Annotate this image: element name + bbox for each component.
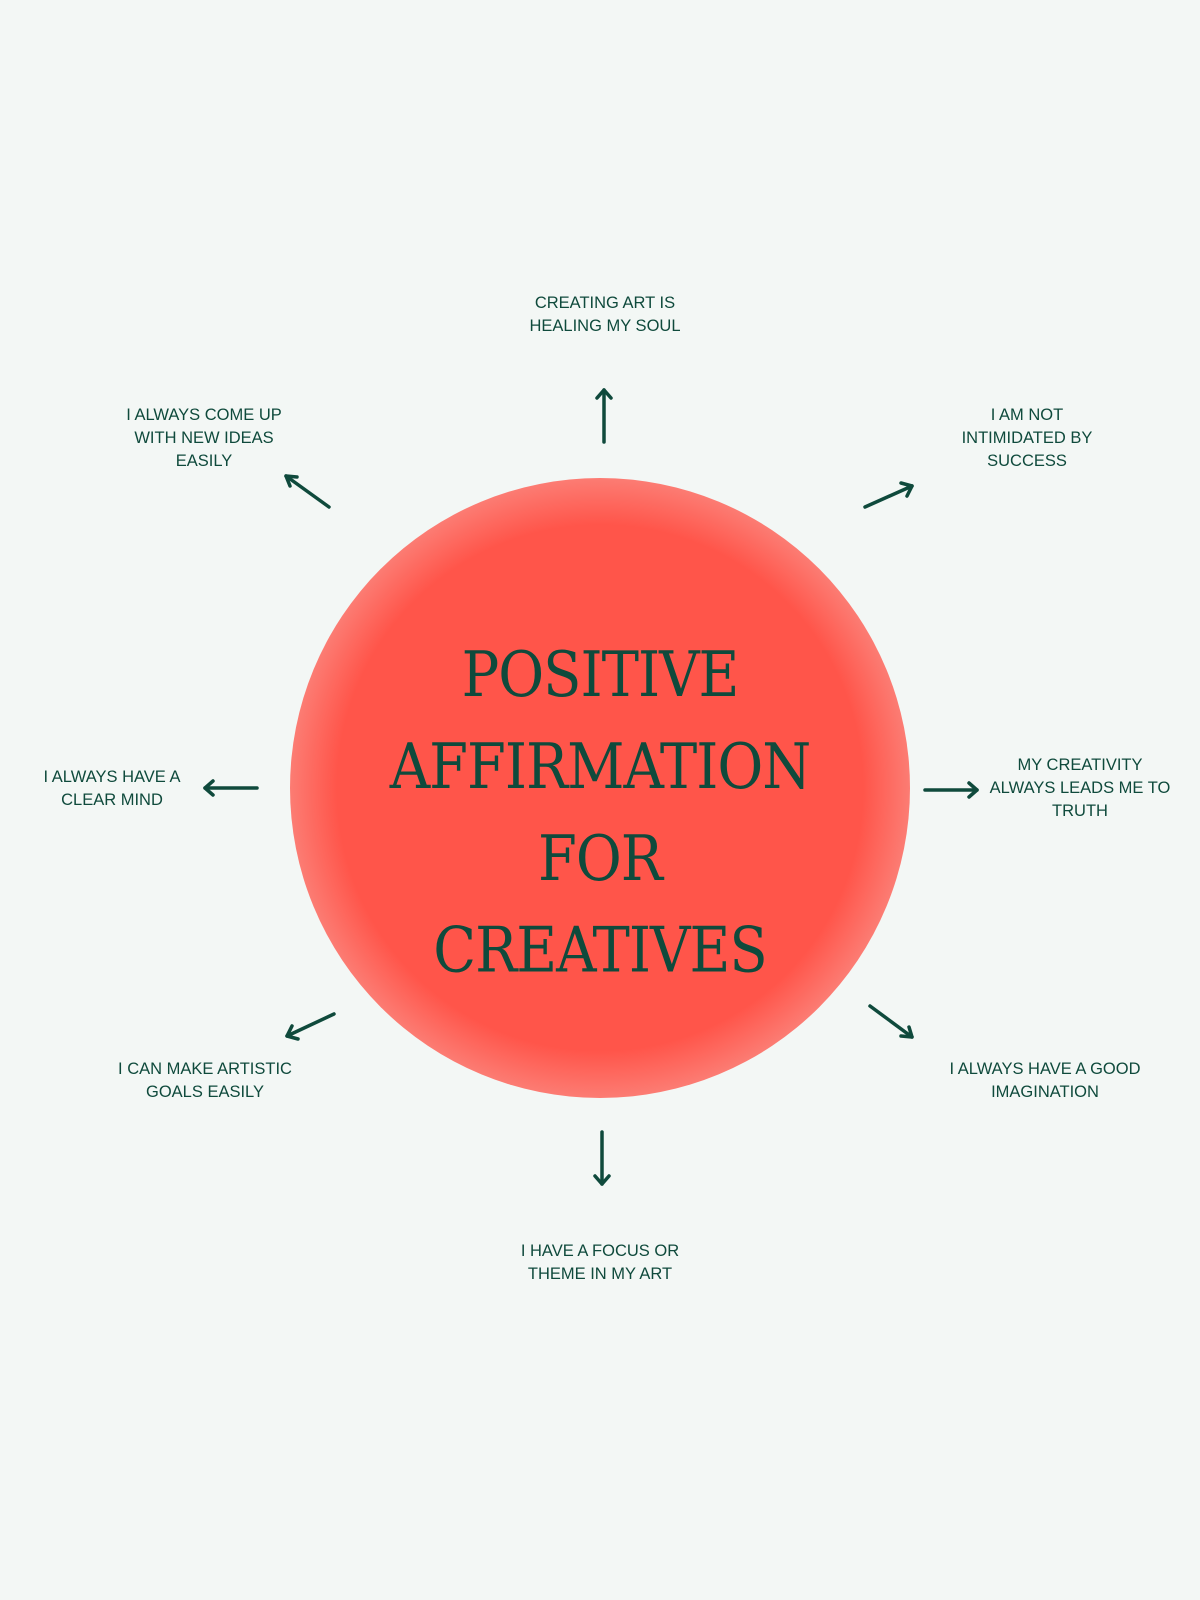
arrow-down-left-icon xyxy=(285,1012,336,1041)
arrow-up-left-icon xyxy=(284,474,331,509)
arrow-down-icon xyxy=(593,1130,611,1186)
affirmation-bottom-right: I ALWAYS HAVE A GOOD IMAGINATION xyxy=(920,1058,1170,1104)
center-title-line: CREATIVES xyxy=(433,914,767,988)
affirmation-line: IMAGINATION xyxy=(991,1083,1099,1101)
affirmation-line: TRUTH xyxy=(1052,802,1108,820)
affirmation-line: I HAVE A FOCUS OR xyxy=(520,1242,680,1260)
center-title-line: POSITIVE xyxy=(461,638,740,712)
arrow-up-icon xyxy=(595,388,613,444)
affirmation-line: THEME IN MY ART xyxy=(527,1265,673,1283)
affirmation-top-left: I ALWAYS COME UP WITH NEW IDEAS EASILY xyxy=(94,404,314,473)
affirmation-line: MY CREATIVITY xyxy=(1017,756,1143,774)
affirmation-line: ALWAYS LEADS ME TO xyxy=(989,779,1171,797)
red-glow-circle xyxy=(290,478,910,1098)
affirmation-line: GOALS EASILY xyxy=(146,1083,264,1101)
center-title: POSITIVE AFFIRMATION FOR CREATIVES xyxy=(300,630,900,997)
arrow-down-right-icon xyxy=(868,1004,914,1039)
arrow-left-icon xyxy=(203,779,259,797)
affirmation-top: CREATING ART IS HEALING MY SOUL xyxy=(485,292,725,338)
affirmation-line: I CAN MAKE ARTISTIC xyxy=(118,1060,292,1078)
affirmation-line: I ALWAYS HAVE A xyxy=(43,768,181,786)
affirmation-line: CREATING ART IS xyxy=(534,294,676,312)
center-title-line: FOR xyxy=(538,822,663,896)
affirmation-line: HEALING MY SOUL xyxy=(529,317,681,335)
arrow-up-right-icon xyxy=(863,481,914,509)
affirmation-bottom-left: I CAN MAKE ARTISTIC GOALS EASILY xyxy=(90,1058,320,1104)
affirmation-left: I ALWAYS HAVE A CLEAR MIND xyxy=(12,766,212,812)
affirmation-line: WITH NEW IDEAS xyxy=(134,429,274,447)
arrow-right-icon xyxy=(923,781,979,799)
affirmation-line: I ALWAYS HAVE A GOOD xyxy=(949,1060,1141,1078)
affirmation-bottom: I HAVE A FOCUS OR THEME IN MY ART xyxy=(480,1240,720,1286)
affirmation-line: EASILY xyxy=(175,452,233,470)
affirmation-right: MY CREATIVITY ALWAYS LEADS ME TO TRUTH xyxy=(970,754,1190,823)
affirmation-line: CLEAR MIND xyxy=(61,791,163,809)
affirmation-line: INTIMIDATED BY xyxy=(961,429,1093,447)
center-title-line: AFFIRMATION xyxy=(389,730,812,804)
affirmation-top-right: I AM NOT INTIMIDATED BY SUCCESS xyxy=(917,404,1137,473)
affirmation-line: SUCCESS xyxy=(987,452,1067,470)
affirmation-line: I AM NOT xyxy=(990,406,1064,424)
affirmation-line: I ALWAYS COME UP xyxy=(126,406,282,424)
